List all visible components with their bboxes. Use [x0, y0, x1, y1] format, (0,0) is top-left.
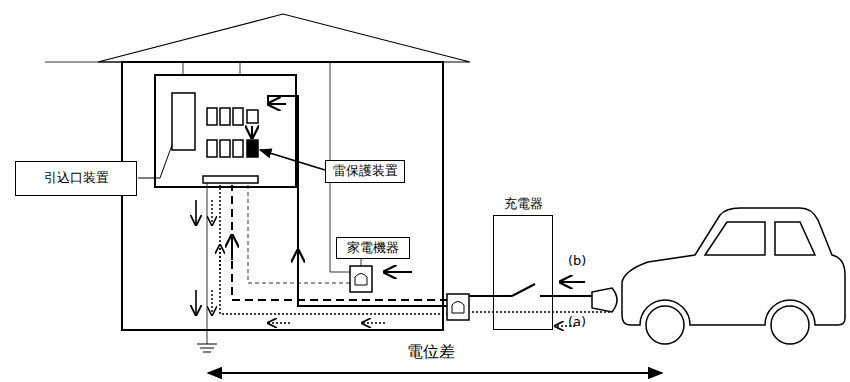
callout-box: 引込口装置 [15, 161, 137, 196]
wall-outlet [447, 294, 469, 320]
service-entrance-label: 引込口装置 [44, 170, 109, 186]
house [98, 14, 470, 330]
appliance-box: 家電機器 [336, 237, 410, 259]
service-wire [45, 62, 183, 75]
charger-label: 充電器 [493, 196, 553, 212]
current-path-a [220, 185, 610, 326]
distribution-board [155, 75, 296, 187]
appliance-cord [361, 258, 362, 266]
charger-box: 充電器 [493, 196, 553, 212]
charger-housing [493, 215, 553, 330]
potential-label: 電位差 [404, 342, 458, 361]
lightning-protector-label: 雷保護装置 [333, 163, 398, 179]
car [592, 208, 845, 344]
leader-line [138, 145, 172, 178]
current-path-b [252, 96, 610, 306]
path-label: (b) [568, 253, 586, 269]
ground-symbol [196, 183, 217, 352]
callout-box: 雷保護装置 [325, 160, 405, 183]
appliance-outlet [350, 266, 372, 292]
leader-arrow [260, 150, 325, 170]
path-label: (a) [568, 314, 586, 330]
potential-arrow [208, 372, 662, 374]
current-path-dashed [232, 185, 448, 300]
appliance-label: 家電機器 [347, 240, 399, 256]
